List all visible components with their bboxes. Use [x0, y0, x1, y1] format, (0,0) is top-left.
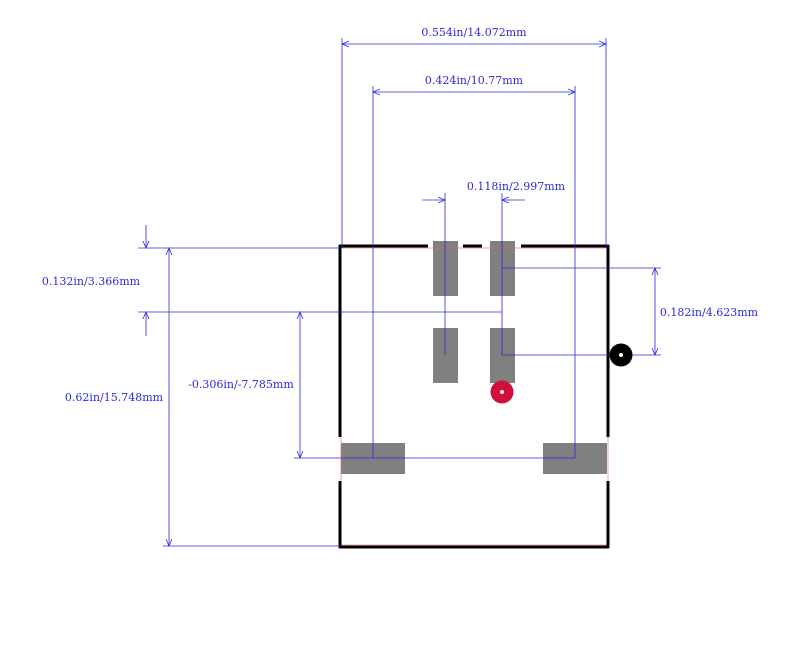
- courtyard-outline: [340, 247, 609, 546]
- pin1-marker: [609, 343, 633, 367]
- dim-label-overall-width: 0.554in/14.072mm: [421, 26, 527, 39]
- pad-4: [490, 328, 515, 383]
- pad-2: [490, 241, 515, 296]
- pads: [341, 241, 607, 474]
- dim-label-pin-pitch: 0.118in/2.997mm: [467, 180, 566, 193]
- silkscreen-outline: [338, 244, 610, 549]
- dim-label-overall-height: 0.62in/15.748mm: [65, 391, 164, 404]
- dim-label-pad-span: 0.424in/10.77mm: [425, 74, 524, 87]
- pad-3: [433, 328, 458, 383]
- dim-label-row-spacing: 0.182in/4.623mm: [660, 306, 759, 319]
- dim-label-top-offset: 0.132in/3.366mm: [42, 275, 141, 288]
- pad-1: [433, 241, 458, 296]
- origin-marker: [490, 380, 514, 404]
- dimension-lines: [138, 38, 661, 546]
- dim-label-pad-vertical: -0.306in/-7.785mm: [188, 378, 294, 391]
